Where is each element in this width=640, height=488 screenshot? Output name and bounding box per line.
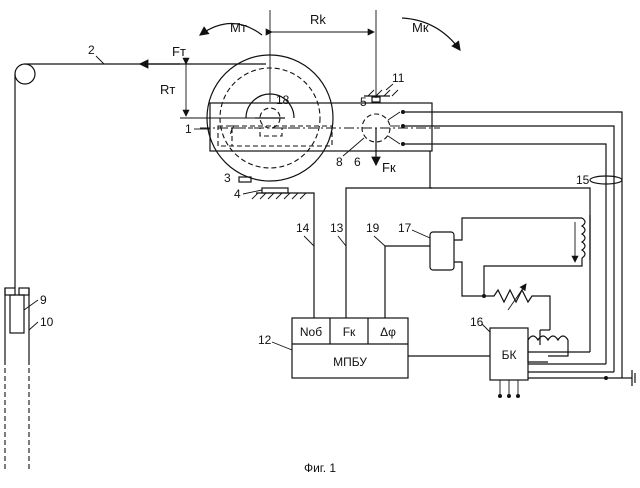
ground-4 (252, 193, 306, 199)
bk-label: БК (502, 348, 517, 362)
num-8: 8 (336, 155, 343, 169)
label-mt: Мт (230, 20, 247, 35)
num-7: 7 (228, 123, 235, 137)
wire-13 (346, 188, 432, 318)
num-6: 6 (354, 155, 361, 169)
ground-symbol (622, 370, 635, 386)
sensor-wires (388, 110, 622, 378)
num-19: 19 (366, 221, 380, 235)
element-7 (232, 128, 296, 146)
block-17 (430, 232, 454, 270)
pulley (15, 64, 35, 84)
resistor (482, 284, 550, 330)
num-3: 3 (224, 171, 231, 185)
mpbu-label: МПБУ (333, 355, 367, 369)
bk-terminals (498, 380, 520, 398)
inductor (528, 330, 568, 352)
wire-14 (306, 193, 314, 318)
num-17: 17 (398, 221, 412, 235)
label-mk: Мк (412, 20, 429, 35)
num-2: 2 (88, 43, 95, 57)
ground-11 (368, 90, 398, 96)
num-14: 14 (296, 221, 310, 235)
num-10: 10 (40, 315, 54, 329)
num-13: 13 (330, 221, 344, 235)
num-16: 16 (470, 315, 484, 329)
num-15: 15 (576, 173, 590, 187)
num-11: 11 (392, 71, 405, 85)
label-rk: Rk (310, 12, 326, 27)
wire-19 (385, 246, 430, 318)
arm-frame (210, 103, 432, 151)
element-4 (262, 188, 288, 193)
element-9 (10, 295, 24, 333)
mpbu-cell-fk: Fк (343, 325, 356, 339)
num-5: 5 (360, 95, 367, 109)
moment-arrow-mk (402, 18, 460, 50)
num-1: 1 (185, 122, 192, 136)
num-12: 12 (258, 333, 272, 347)
num-9: 9 (40, 293, 47, 307)
num-18: 18 (276, 93, 290, 107)
num-4: 4 (234, 187, 241, 201)
transformer (484, 215, 590, 296)
mpbu-cell-nob: Nоб (300, 325, 322, 339)
mpbu-cell-dphi: Δφ (380, 325, 396, 339)
label-ft: Fт (172, 44, 186, 59)
tube-10 (5, 288, 29, 470)
label-rt: Rт (160, 82, 175, 97)
figure-caption: Фиг. 1 (304, 461, 336, 475)
label-fk: Fк (382, 160, 396, 175)
